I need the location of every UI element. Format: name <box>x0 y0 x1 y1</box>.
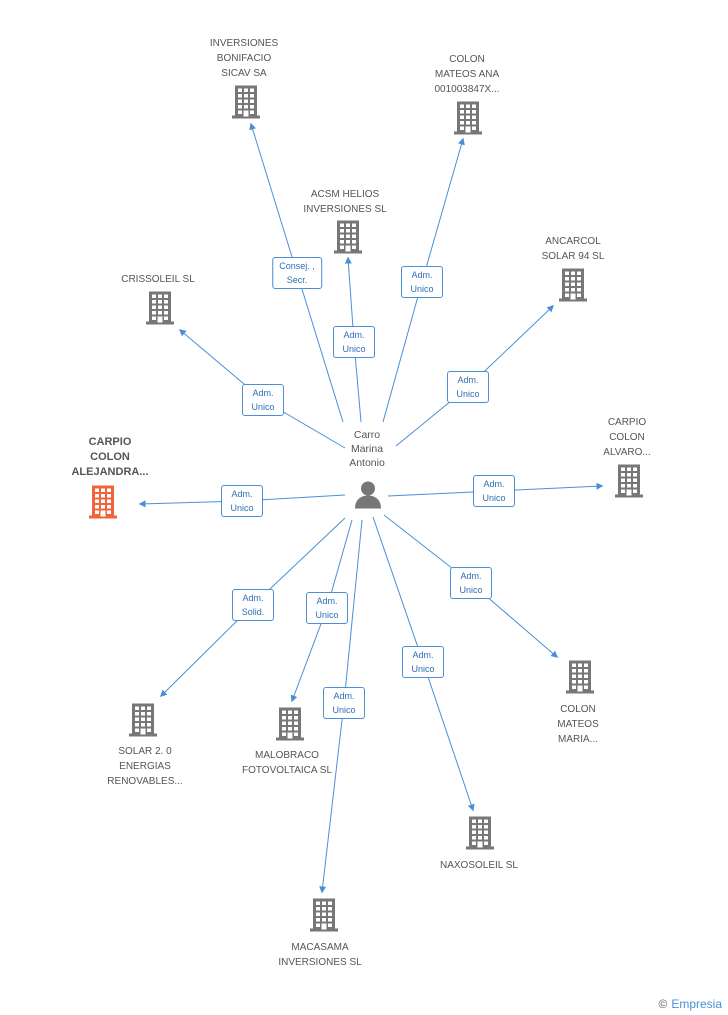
role-badge-n5: Adm. Unico <box>242 384 284 416</box>
company-label-n2[interactable]: COLON MATEOS ANA 001003847X... <box>434 54 500 95</box>
role-badge-n4: Adm. Unico <box>447 371 489 403</box>
watermark: ©Empresia <box>658 997 722 1011</box>
building-icon[interactable] <box>231 85 261 124</box>
building-icon[interactable] <box>558 268 588 307</box>
role-badge-n7: Adm. Unico <box>473 475 515 507</box>
building-icon[interactable] <box>614 464 644 503</box>
role-badge-n3: Adm. Unico <box>333 326 375 358</box>
company-label-n7[interactable]: CARPIO COLON ALVARO... <box>603 417 651 458</box>
company-label-n1[interactable]: INVERSIONES BONIFACIO SICAV SA <box>209 38 279 79</box>
copyright-symbol: © <box>658 997 668 1011</box>
building-icon[interactable] <box>565 660 595 699</box>
building-icon[interactable] <box>88 485 118 524</box>
role-badge-n12: Adm. Unico <box>402 646 444 678</box>
company-label-n9[interactable]: SOLAR 2. 0 ENERGIAS RENOVABLES... <box>107 746 183 787</box>
building-icon[interactable] <box>453 101 483 140</box>
brand-name: Empresia <box>671 997 722 1011</box>
role-badge-n11: Adm. Unico <box>323 687 365 719</box>
building-icon[interactable] <box>128 703 158 742</box>
building-icon[interactable] <box>465 816 495 855</box>
role-badge-n2: Adm. Unico <box>401 266 443 298</box>
role-badge-n6: Adm. Unico <box>221 485 263 517</box>
building-icon[interactable] <box>333 220 363 259</box>
company-label-n10[interactable]: MALOBRACO FOTOVOLTAICA SL <box>241 750 333 776</box>
company-label-n5[interactable]: CRISSOLEIL SL <box>121 274 195 285</box>
building-icon[interactable] <box>309 898 339 937</box>
role-badge-n9: Adm. Solid. <box>232 589 274 621</box>
company-label-n12[interactable]: NAXOSOLEIL SL <box>440 860 518 871</box>
building-icon[interactable] <box>145 291 175 330</box>
company-label-n6[interactable]: CARPIO COLON ALEJANDRA... <box>71 436 149 478</box>
company-label-n11[interactable]: MACASAMA INVERSIONES SL <box>278 942 362 968</box>
role-badge-n10: Adm. Unico <box>306 592 348 624</box>
company-label-n8[interactable]: COLON MATEOS MARIA... <box>557 704 599 745</box>
building-icon[interactable] <box>275 707 305 746</box>
role-badge-n8: Adm. Unico <box>450 567 492 599</box>
center-person-label[interactable]: Carro Marina Antonio <box>349 429 385 469</box>
person-icon[interactable] <box>353 480 383 515</box>
role-badge-n1: Consej. , Secr. <box>272 257 322 289</box>
company-label-n3[interactable]: ACSM HELIOS INVERSIONES SL <box>303 189 387 215</box>
company-label-n4[interactable]: ANCARCOL SOLAR 94 SL <box>541 236 605 262</box>
